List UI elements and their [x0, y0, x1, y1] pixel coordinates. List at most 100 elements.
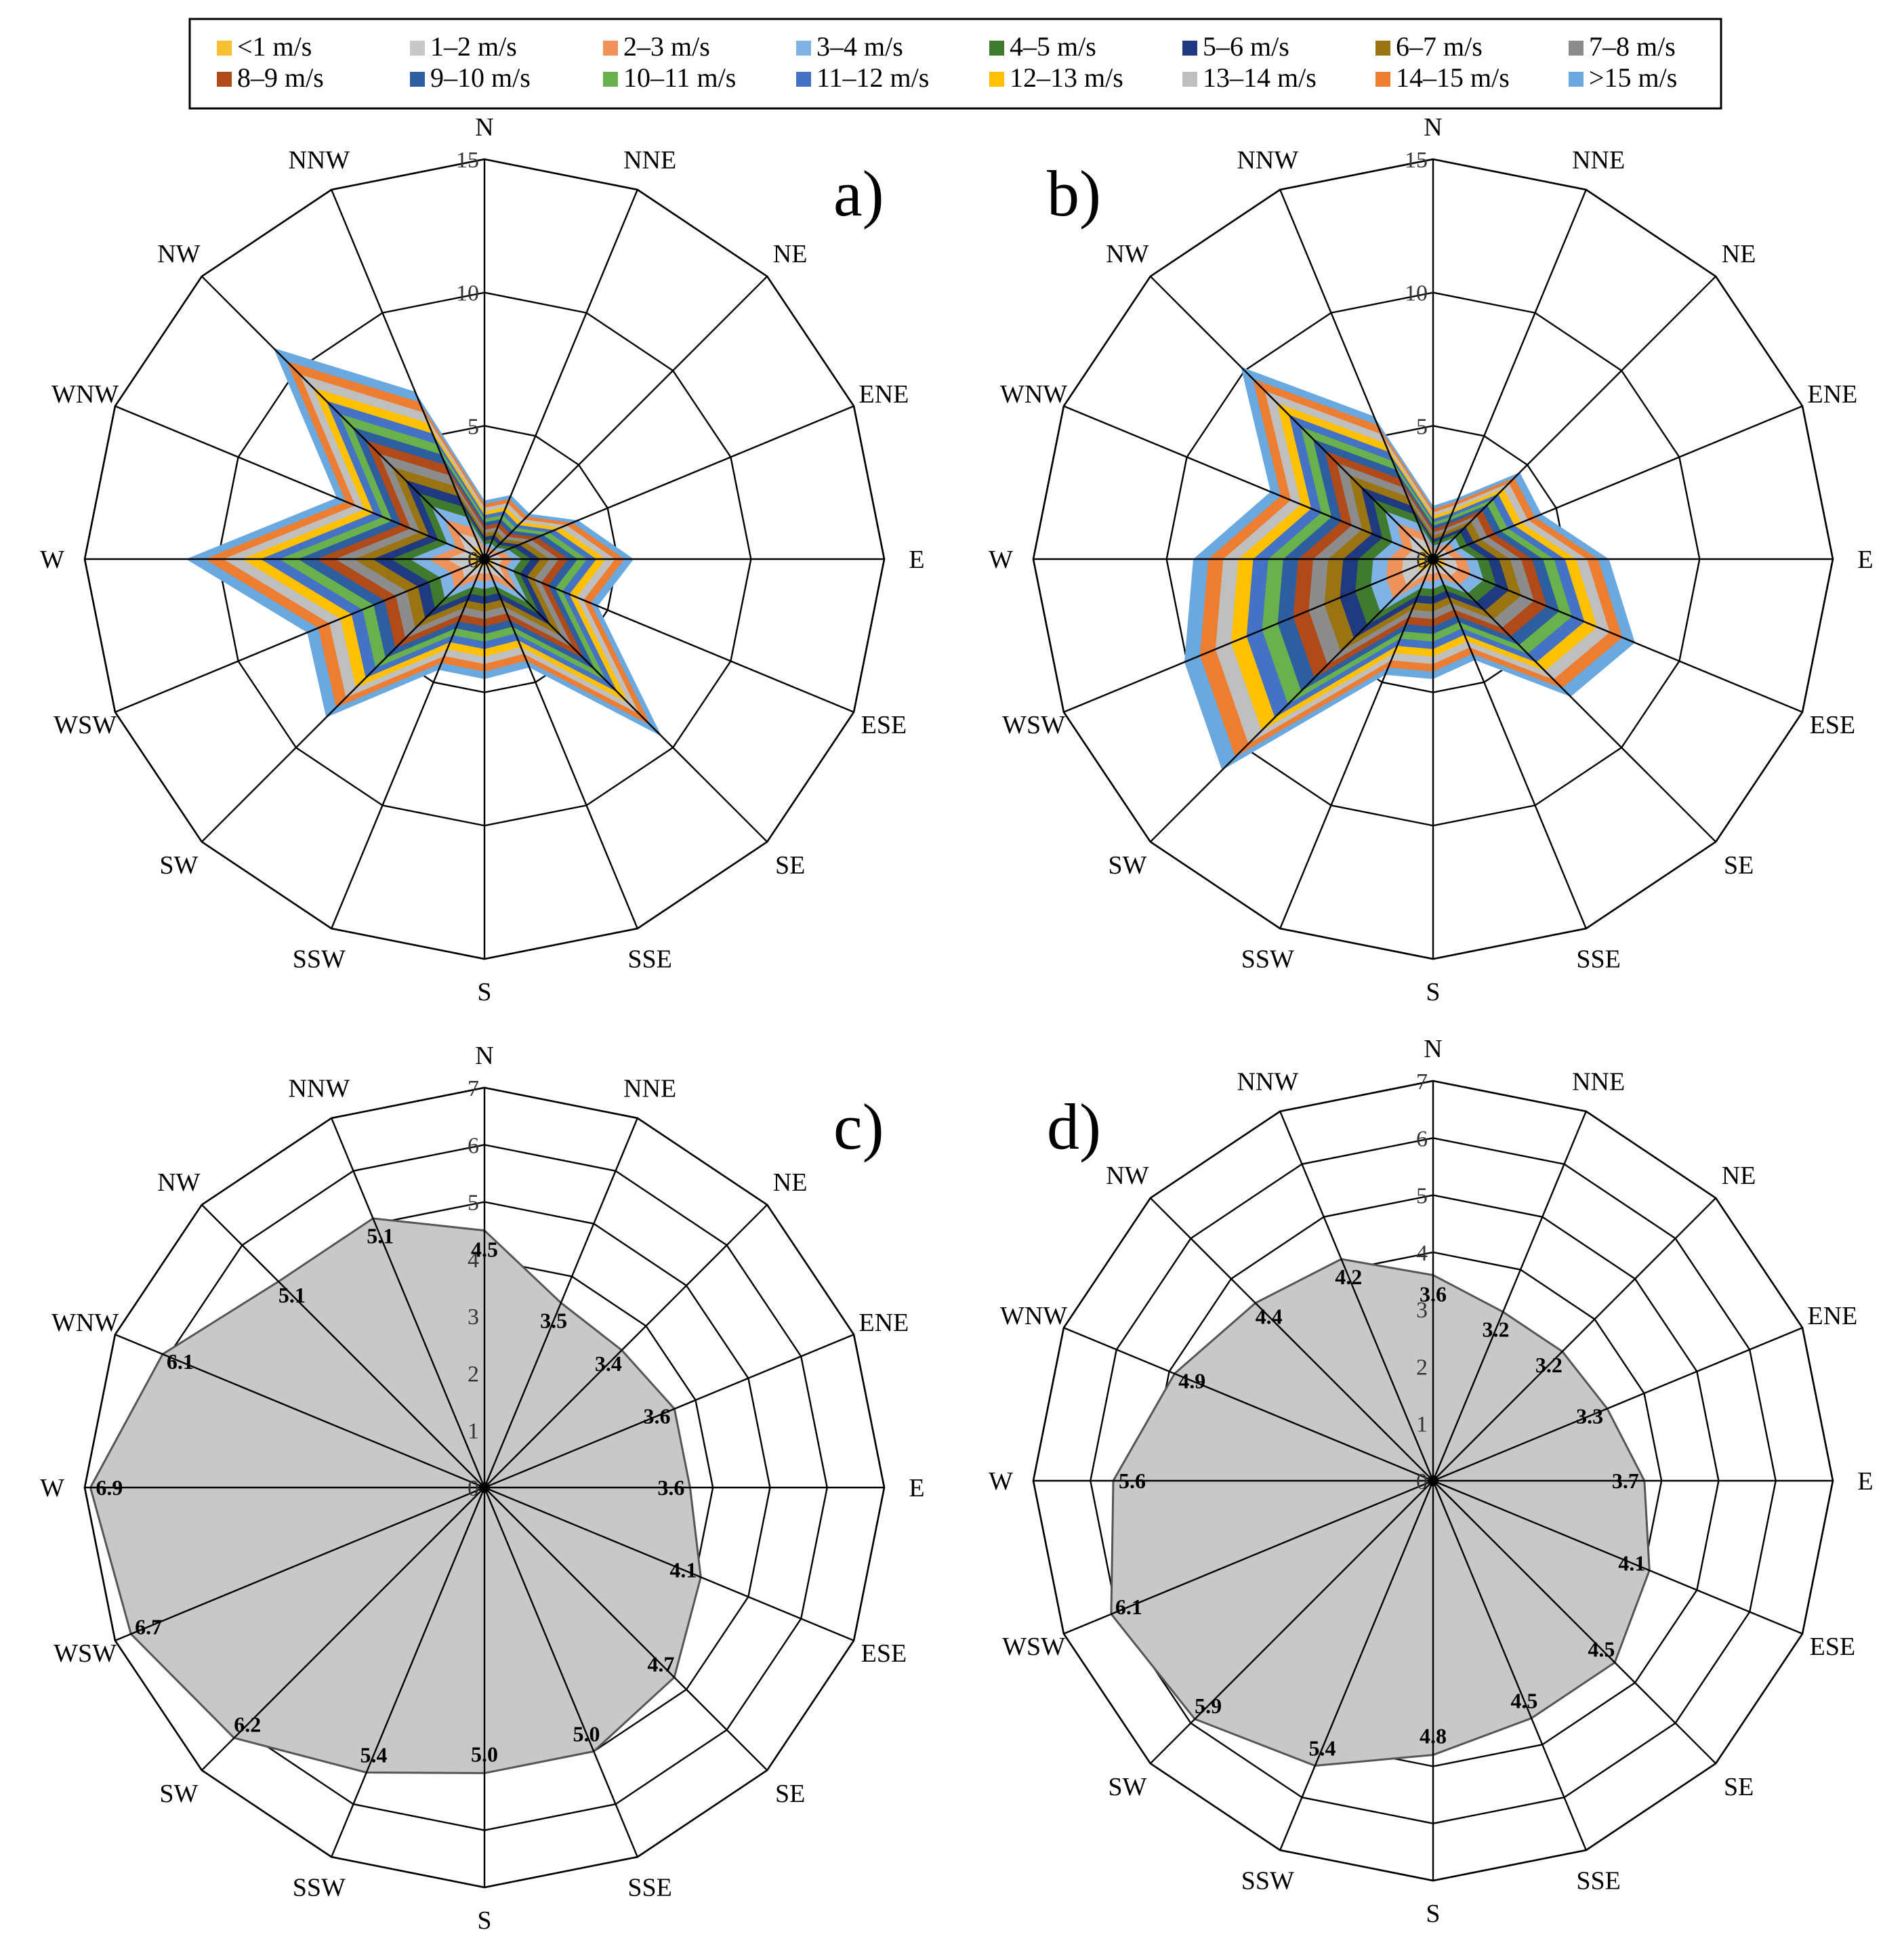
grid-spoke	[201, 558, 485, 843]
legend-swatch	[217, 41, 232, 56]
grid-spoke	[1432, 1197, 1717, 1481]
panel-b-axis: 051015NNNENEENEEESESESSESSSWSWWSWWWNWNWN…	[989, 113, 1874, 1006]
direction-label: SE	[1724, 851, 1754, 880]
legend-swatch	[1569, 41, 1584, 56]
direction-label: E	[1857, 546, 1873, 574]
direction-label: ENE	[1807, 1302, 1857, 1330]
radial-tick-label: 3	[1416, 1298, 1428, 1323]
direction-label: SW	[1108, 1773, 1146, 1801]
radial-tick-label: 6	[1416, 1126, 1428, 1151]
legend-label: 4–5 m/s	[1010, 31, 1096, 62]
value-label: 3.6	[643, 1404, 670, 1429]
direction-label: WSW	[1002, 1633, 1065, 1661]
radial-tick-label: 5	[468, 1191, 479, 1216]
legend-label: 3–4 m/s	[816, 31, 903, 62]
direction-label: SSW	[1241, 1866, 1294, 1895]
radial-tick-label: 5	[1416, 1184, 1428, 1209]
panel-d-label: d)	[1047, 1090, 1101, 1163]
grid-spoke	[1063, 1479, 1434, 1635]
direction-label: ENE	[858, 380, 909, 409]
panel-c-axis: 01234567NNNENEENEEESESESSESSSWSWWSWWWNWN…	[40, 1042, 925, 1935]
legend-swatch	[796, 72, 811, 87]
grid-spoke	[484, 405, 854, 560]
grid-spoke	[1279, 1111, 1434, 1481]
value-label: 4.9	[1178, 1369, 1205, 1393]
radial-tick-label: 5	[468, 414, 479, 439]
legend-swatch	[1375, 72, 1390, 87]
direction-label: N	[475, 113, 493, 142]
legend-label: 13–14 m/s	[1203, 62, 1317, 93]
legend-label: 10–11 m/s	[623, 62, 736, 93]
direction-label: NNW	[288, 146, 350, 175]
grid-outer-ring	[1032, 1080, 1834, 1882]
radial-tick-label: 5	[1416, 414, 1428, 439]
grid-spoke	[1432, 405, 1803, 560]
direction-label: SSW	[293, 1873, 346, 1902]
direction-label: NW	[1106, 1162, 1148, 1190]
grid-outer-ring	[1032, 158, 1834, 960]
direction-label: N	[475, 1042, 493, 1070]
direction-label: W	[40, 546, 64, 574]
grid-spoke	[1432, 1480, 1587, 1851]
direction-label: NNE	[623, 1075, 676, 1103]
direction-label: N	[1424, 113, 1442, 142]
value-label: 5.9	[1195, 1694, 1222, 1718]
legend-swatch	[603, 72, 618, 87]
legend-swatch	[989, 72, 1004, 87]
direction-label: NE	[1722, 240, 1756, 268]
grid-spoke	[331, 189, 486, 560]
direction-label: NW	[157, 240, 200, 268]
grid-outer-ring	[83, 158, 886, 960]
value-label: 5.1	[278, 1283, 306, 1307]
center-point	[479, 554, 490, 565]
radial-tick-label: 0	[1416, 548, 1428, 573]
value-label: 3.2	[1483, 1317, 1510, 1342]
legend-label: >15 m/s	[1589, 62, 1677, 93]
radial-tick-label: 4	[468, 1248, 479, 1273]
direction-label: ENE	[858, 1309, 909, 1337]
value-label: 6.1	[1115, 1595, 1142, 1619]
direction-label: NE	[773, 240, 808, 268]
grid-spoke	[1279, 558, 1434, 929]
direction-label: W	[989, 546, 1013, 574]
radial-tick-label: 7	[468, 1076, 479, 1101]
value-label: 3.7	[1612, 1469, 1639, 1493]
panel-a-axis: 051015NNNENEENEEESESESSESSSWSWWSWWWNWNWN…	[40, 113, 925, 1006]
legend-swatch	[1182, 41, 1197, 56]
direction-label: SSE	[627, 945, 671, 973]
grid-spoke	[115, 1486, 485, 1641]
grid-spoke	[1432, 1327, 1803, 1482]
grid-spoke	[1149, 275, 1434, 560]
grid-spoke	[483, 1487, 638, 1858]
grid-spoke	[1432, 275, 1717, 560]
value-label: 5.4	[1309, 1736, 1336, 1761]
direction-label: E	[909, 1474, 924, 1502]
legend-label: 2–3 m/s	[623, 31, 710, 62]
legend-swatch	[1375, 41, 1390, 56]
direction-label: WSW	[54, 1639, 117, 1668]
radial-tick-label: 15	[1405, 148, 1428, 173]
grid-spoke	[1432, 189, 1587, 560]
grid-spoke	[201, 1487, 485, 1771]
legend-label: 14–15 m/s	[1396, 62, 1510, 93]
direction-label: SSE	[1576, 1866, 1620, 1895]
value-label: 4.5	[471, 1237, 498, 1262]
direction-label: S	[477, 1906, 491, 1935]
direction-label: ESE	[1810, 711, 1856, 739]
direction-label: NNW	[1237, 146, 1298, 175]
direction-label: SSE	[627, 1873, 671, 1902]
direction-label: SSE	[1576, 945, 1620, 973]
grid-spoke	[484, 558, 854, 713]
direction-label: NE	[1722, 1162, 1756, 1190]
value-label: 4.4	[1256, 1305, 1283, 1329]
grid-spoke	[1432, 1479, 1803, 1635]
grid-spoke	[201, 1204, 485, 1488]
direction-label: SW	[159, 851, 198, 880]
panel-d-marks	[1110, 1258, 1651, 1767]
radial-tick-label: 15	[456, 148, 479, 173]
mean-speed-area	[1110, 1258, 1651, 1767]
legend-swatch	[1569, 72, 1584, 87]
value-label: 5.0	[471, 1742, 498, 1766]
panel-a-label: a)	[833, 157, 884, 230]
radial-tick-label: 0	[468, 548, 479, 573]
